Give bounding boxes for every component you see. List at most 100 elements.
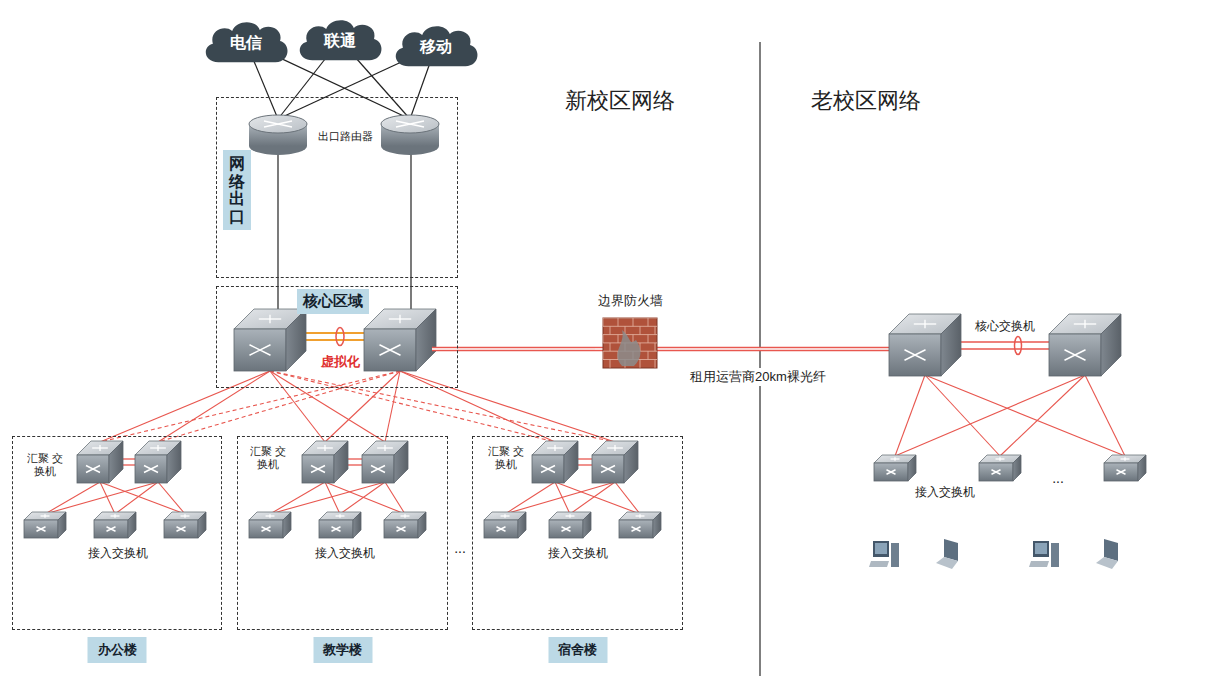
agg-access-line — [270, 482, 385, 514]
agg-access-line — [45, 482, 158, 514]
desktop-icon — [1029, 541, 1059, 567]
core-switch-icon — [889, 314, 961, 376]
core-agg-line — [270, 371, 325, 442]
firewall-node: 边界防火墙 — [595, 290, 665, 370]
stack-line — [960, 348, 1050, 349]
access-switch-icon — [164, 512, 206, 538]
device-label: 汇聚 交换机 — [25, 452, 65, 477]
double-link-gap — [458, 348, 595, 350]
core-agg-line — [270, 371, 555, 442]
access-switch-icon — [94, 512, 136, 538]
access-switch-icon — [1104, 455, 1146, 481]
link-label: 租用运营商20km裸光纤 — [688, 368, 828, 386]
stack-line — [960, 341, 1050, 342]
core-access-line — [1000, 375, 1085, 456]
device-label: 汇聚 交换机 — [486, 445, 526, 470]
agg-access-line — [115, 482, 158, 514]
ellipsis: ... — [452, 540, 468, 556]
core-access-line — [925, 375, 1125, 456]
device-label: 边界防火墙 — [598, 292, 663, 310]
double-link — [432, 347, 458, 352]
firewall-icon — [603, 318, 657, 368]
carrier-cloud: 移动 — [390, 22, 482, 68]
access-switch-icon — [319, 512, 361, 538]
aggregation-switch-icon — [135, 441, 181, 483]
double-link — [657, 347, 892, 352]
double-link — [595, 347, 603, 352]
carrier-cloud: 电信 — [200, 18, 292, 64]
core-switch-icon — [1049, 314, 1121, 376]
section-title: 老校区网络 — [809, 86, 923, 116]
network-zone: 网络出口 — [216, 97, 458, 278]
core-agg-line — [100, 371, 400, 442]
aggregation-switch-icon — [77, 441, 123, 483]
carrier-name: 电信 — [230, 32, 262, 53]
device-label: 接入交换机 — [313, 545, 377, 562]
core-agg-line — [158, 371, 400, 442]
access-switch-icon — [979, 455, 1021, 481]
zone-tag: 宿舍楼 — [548, 637, 607, 663]
core-agg-line — [400, 371, 615, 442]
core-access-line — [1085, 375, 1125, 456]
laptop-icon — [1096, 539, 1118, 569]
agg-access-line — [615, 482, 640, 514]
device-label: 出口路由器 — [316, 129, 375, 144]
device-label: 核心交换机 — [973, 318, 1037, 335]
agg-access-line — [45, 482, 100, 514]
carrier-cloud: 联通 — [294, 16, 386, 62]
zone-tag: 教学楼 — [313, 637, 372, 663]
agg-access-line — [570, 482, 615, 514]
core-agg-line — [158, 371, 270, 442]
agg-access-line — [505, 482, 555, 514]
agg-access-line — [385, 482, 405, 514]
link-label: 虚拟化 — [319, 353, 362, 371]
router-core-line — [410, 152, 411, 312]
core-agg-line — [100, 371, 270, 442]
section-title: 新校区网络 — [563, 86, 677, 116]
core-agg-line — [325, 371, 400, 442]
access-switch-icon — [549, 512, 591, 538]
zone-tag: 网络出口 — [223, 150, 251, 230]
campus-divider — [759, 42, 761, 676]
access-switch-icon — [24, 512, 66, 538]
carrier-name: 移动 — [420, 36, 452, 57]
zone-tag: 办公楼 — [88, 637, 147, 663]
access-switch-icon — [619, 512, 661, 538]
aggregation-switch-icon — [362, 441, 408, 483]
core-access-line — [895, 375, 1085, 456]
agg-access-line — [158, 482, 185, 514]
aggregation-switch-icon — [532, 441, 578, 483]
agg-access-line — [340, 482, 385, 514]
device-label: 接入交换机 — [913, 484, 977, 501]
agg-access-line — [325, 482, 405, 514]
router-icon — [381, 115, 439, 155]
carrier-name: 联通 — [324, 30, 356, 51]
agg-access-line — [270, 482, 325, 514]
bundle-ring — [336, 328, 344, 346]
router-core-line — [277, 152, 278, 312]
bundle-ring — [1015, 337, 1022, 355]
core-agg-line — [385, 371, 400, 442]
agg-access-line — [505, 482, 615, 514]
core-agg-line — [400, 371, 555, 442]
core-switch-icon — [364, 309, 436, 371]
zone-tag: 核心区域 — [297, 289, 369, 314]
fiber-link — [458, 347, 595, 352]
device-label: 接入交换机 — [86, 545, 150, 562]
desktop-icon — [869, 541, 899, 567]
ellipsis: ... — [1050, 470, 1066, 486]
double-link-gap — [657, 348, 892, 350]
router-icon — [249, 115, 307, 155]
laptop-icon — [936, 539, 958, 569]
access-switch-icon — [874, 455, 916, 481]
aggregation-switch-icon — [302, 441, 348, 483]
network-zone: 核心区域 — [216, 286, 458, 388]
core-agg-line — [270, 371, 385, 442]
core-switch-icon — [234, 309, 306, 371]
access-switch-icon — [384, 512, 426, 538]
device-label: 接入交换机 — [546, 545, 610, 562]
core-agg-line — [270, 371, 615, 442]
aggregation-switch-icon — [592, 441, 638, 483]
core-access-line — [895, 375, 925, 456]
